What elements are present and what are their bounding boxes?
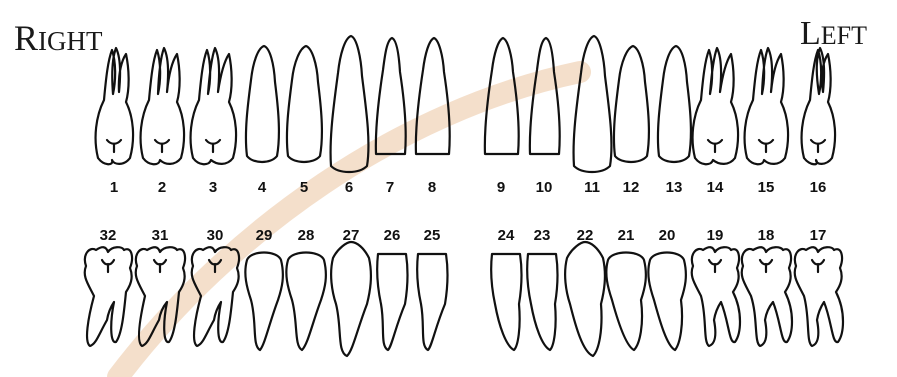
tooth-2-detail bbox=[155, 140, 169, 152]
tooth-21 bbox=[606, 253, 646, 351]
lower-teeth-row: 32 31 30 29 28 27 26 25 24 23 22 21 20 19 18 17 bbox=[85, 227, 843, 356]
tooth-number-6: 6 bbox=[345, 179, 353, 196]
tooth-20-outline bbox=[648, 253, 686, 351]
tooth-13-outline bbox=[658, 46, 691, 162]
tooth-number-7: 7 bbox=[386, 179, 394, 196]
tooth-22-outline bbox=[565, 242, 605, 356]
tooth-25-outline bbox=[417, 254, 447, 350]
tooth-number-23: 23 bbox=[534, 227, 551, 244]
tooth-15-detail bbox=[759, 140, 773, 152]
tooth-3 bbox=[191, 48, 237, 164]
tooth-12-outline bbox=[614, 46, 649, 162]
tooth-27 bbox=[331, 242, 371, 356]
tooth-32 bbox=[85, 247, 132, 346]
tooth-number-1: 1 bbox=[110, 179, 118, 196]
tooth-3-detail bbox=[206, 140, 220, 152]
tooth-29-outline bbox=[245, 253, 283, 351]
tooth-5-outline bbox=[287, 46, 322, 162]
tooth-20 bbox=[648, 253, 686, 351]
tooth-22 bbox=[565, 242, 605, 356]
label-right: RIGHT bbox=[14, 18, 103, 58]
tooth-number-22: 22 bbox=[577, 227, 594, 244]
tooth-19-detail bbox=[709, 260, 721, 272]
tooth-32-outline bbox=[85, 247, 132, 346]
tooth-32-detail bbox=[102, 260, 114, 272]
tooth-31-detail bbox=[154, 260, 166, 272]
tooth-10-outline bbox=[530, 38, 560, 154]
tooth-13 bbox=[658, 46, 691, 162]
tooth-23-outline bbox=[527, 254, 557, 350]
tooth-number-14: 14 bbox=[707, 179, 724, 196]
tooth-1 bbox=[96, 48, 134, 164]
tooth-number-24: 24 bbox=[498, 227, 515, 244]
tooth-number-17: 17 bbox=[810, 227, 827, 244]
tooth-number-29: 29 bbox=[256, 227, 273, 244]
tooth-27-outline bbox=[331, 242, 371, 356]
tooth-24-outline bbox=[491, 254, 521, 350]
tooth-26 bbox=[377, 254, 407, 350]
tooth-15 bbox=[745, 48, 789, 164]
tooth-number-18: 18 bbox=[758, 227, 775, 244]
tooth-2 bbox=[141, 48, 185, 164]
tooth-25 bbox=[417, 254, 447, 350]
tooth-number-28: 28 bbox=[298, 227, 315, 244]
tooth-number-12: 12 bbox=[623, 179, 640, 196]
tooth-number-30: 30 bbox=[207, 227, 224, 244]
tooth-21-outline bbox=[606, 253, 646, 351]
tooth-number-9: 9 bbox=[497, 179, 505, 196]
tooth-10 bbox=[530, 38, 560, 154]
tooth-19-outline bbox=[692, 247, 740, 346]
tooth-17-detail bbox=[812, 260, 824, 272]
tooth-1-detail bbox=[107, 140, 121, 152]
tooth-number-21: 21 bbox=[618, 227, 635, 244]
tooth-11 bbox=[574, 36, 612, 172]
tooth-23 bbox=[527, 254, 557, 350]
tooth-28 bbox=[286, 253, 326, 351]
tooth-18-outline bbox=[742, 247, 792, 346]
watermark-arc bbox=[118, 72, 580, 377]
tooth-number-10: 10 bbox=[536, 179, 553, 196]
tooth-28-outline bbox=[286, 253, 326, 351]
tooth-17 bbox=[795, 247, 843, 346]
tooth-number-13: 13 bbox=[666, 179, 683, 196]
tooth-number-25: 25 bbox=[424, 227, 441, 244]
tooth-16 bbox=[802, 48, 836, 164]
tooth-4 bbox=[246, 46, 279, 162]
tooth-number-4: 4 bbox=[258, 179, 267, 196]
tooth-number-27: 27 bbox=[343, 227, 360, 244]
tooth-26-outline bbox=[377, 254, 407, 350]
tooth-17-outline bbox=[795, 247, 843, 346]
tooth-number-3: 3 bbox=[209, 179, 217, 196]
tooth-16-detail bbox=[811, 140, 825, 152]
tooth-number-32: 32 bbox=[100, 227, 117, 244]
tooth-18-detail bbox=[760, 260, 772, 272]
tooth-18 bbox=[742, 247, 792, 346]
tooth-number-26: 26 bbox=[384, 227, 401, 244]
tooth-number-8: 8 bbox=[428, 179, 436, 196]
label-left: LEFT bbox=[800, 15, 867, 52]
tooth-number-31: 31 bbox=[152, 227, 169, 244]
tooth-11-outline bbox=[574, 36, 612, 172]
tooth-number-15: 15 bbox=[758, 179, 775, 196]
tooth-number-19: 19 bbox=[707, 227, 724, 244]
tooth-number-16: 16 bbox=[810, 179, 827, 196]
tooth-number-11: 11 bbox=[584, 179, 600, 196]
tooth-4-outline bbox=[246, 46, 279, 162]
tooth-14 bbox=[693, 48, 739, 164]
tooth-number-2: 2 bbox=[158, 179, 166, 196]
tooth-14-detail bbox=[708, 140, 722, 152]
tooth-5 bbox=[287, 46, 322, 162]
tooth-number-5: 5 bbox=[300, 179, 308, 196]
tooth-12 bbox=[614, 46, 649, 162]
tooth-29 bbox=[245, 253, 283, 351]
tooth-24 bbox=[491, 254, 521, 350]
tooth-number-20: 20 bbox=[659, 227, 676, 244]
tooth-19 bbox=[692, 247, 740, 346]
